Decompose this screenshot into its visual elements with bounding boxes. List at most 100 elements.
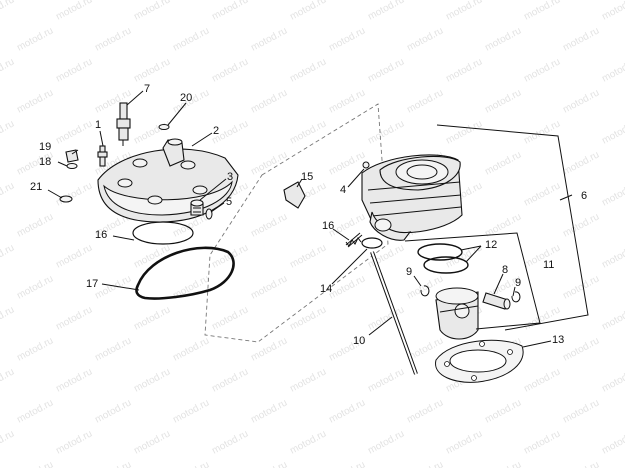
callout-3: 3 xyxy=(227,171,233,183)
callout-8: 8 xyxy=(502,264,508,276)
watermark-text: motod.ru xyxy=(561,211,601,239)
watermark-text: motod.ru xyxy=(366,118,406,146)
callout-labels: 7 20 1 2 19 18 21 3 5 16 17 15 4 16 14 1… xyxy=(30,83,587,347)
watermark-text: motod.ru xyxy=(0,366,16,394)
watermark-text: motod.ru xyxy=(132,366,172,394)
callout-7: 7 xyxy=(144,83,150,95)
callout-15: 15 xyxy=(301,171,313,183)
watermark-text: motod.ru xyxy=(171,335,211,363)
circlip-right xyxy=(511,291,521,303)
watermark-text: motod.ru xyxy=(249,211,289,239)
watermark-text: motod.ru xyxy=(0,242,16,270)
callout-19: 18 xyxy=(39,156,51,168)
callout-18: 17 xyxy=(86,278,98,290)
watermark-text: motod.ru xyxy=(15,397,55,425)
callout-20: 19 xyxy=(39,141,51,153)
watermark-text: motod.ru xyxy=(288,304,328,332)
watermark-text: motod.ru xyxy=(483,397,523,425)
washer-21 xyxy=(158,124,170,130)
watermark-text: motod.ru xyxy=(15,459,55,468)
watermark-text: motod.ru xyxy=(171,459,211,468)
watermark-text: motod.ru xyxy=(54,0,94,23)
watermark-text: motod.ru xyxy=(366,366,406,394)
callout-22: 21 xyxy=(30,181,42,193)
watermark-text: motod.ru xyxy=(405,397,445,425)
watermark-text: motod.ru xyxy=(15,25,55,53)
watermark-text: motod.ru xyxy=(54,304,94,332)
watermark-text: motod.ru xyxy=(210,366,250,394)
watermark-text: motod.ru xyxy=(288,242,328,270)
watermark-text: motod.ru xyxy=(93,273,133,301)
watermark-text: motod.ru xyxy=(54,366,94,394)
cylinder-head xyxy=(97,138,239,223)
watermark-text: motod.ru xyxy=(249,273,289,301)
cylinder-dowel xyxy=(362,161,370,169)
piston-ring-upper xyxy=(417,243,463,261)
callout-13: 13 xyxy=(552,334,564,346)
spark-plug xyxy=(116,102,131,146)
watermark-text: motod.ru xyxy=(288,118,328,146)
watermark-text: motod.ru xyxy=(366,0,406,23)
watermark-text: motod.ru xyxy=(0,56,16,84)
watermark-text: motod.ru xyxy=(54,428,94,456)
callout-2: 2 xyxy=(213,125,219,137)
watermark-text: motod.ru xyxy=(327,87,367,115)
watermark-text: motod.ru xyxy=(249,459,289,468)
callout-16: 16 xyxy=(322,220,334,232)
piston xyxy=(435,287,479,340)
watermark-text: motod.ru xyxy=(210,0,250,23)
watermark-text: motod.ru xyxy=(327,273,367,301)
callout-10: 10 xyxy=(353,335,365,347)
watermark-text: motod.ru xyxy=(522,366,562,394)
watermark-text: motod.ru xyxy=(600,428,625,456)
washer-19 xyxy=(66,163,78,169)
watermark-text: motod.ru xyxy=(327,459,367,468)
watermark-text: motod.ru xyxy=(288,428,328,456)
watermark-text: motod.ru xyxy=(0,428,16,456)
watermark-text: motod.ru xyxy=(171,397,211,425)
watermark-text: motod.ru xyxy=(600,56,625,84)
watermark-text: motod.ru xyxy=(93,397,133,425)
temperature-sender xyxy=(190,199,204,216)
watermark-text: motod.ru xyxy=(0,304,16,332)
watermark-text: motod.ru xyxy=(561,87,601,115)
watermark-text: motod.ru xyxy=(600,366,625,394)
watermark-text: motod.ru xyxy=(93,459,133,468)
watermark-text: motod.ru xyxy=(210,428,250,456)
base-gasket xyxy=(435,339,524,383)
watermark-text: motod.ru xyxy=(54,242,94,270)
watermark-text: motod.ru xyxy=(288,0,328,23)
watermark-text: motod.ru xyxy=(210,56,250,84)
watermark-text: motod.ru xyxy=(249,87,289,115)
watermark-text: motod.ru xyxy=(54,180,94,208)
watermark-text: motod.ru xyxy=(522,56,562,84)
watermark-text: motod.ru xyxy=(15,211,55,239)
watermark-text: motod.ru xyxy=(15,335,55,363)
watermark-text: motod.ru xyxy=(327,397,367,425)
watermark-text: motod.ru xyxy=(249,397,289,425)
watermark-text: motod.ru xyxy=(366,428,406,456)
callout-12: 12 xyxy=(485,239,497,251)
head-gasket xyxy=(135,246,235,300)
watermark-text: motod.ru xyxy=(522,118,562,146)
sender-washer xyxy=(205,208,213,220)
watermark-text: motod.ru xyxy=(249,149,289,177)
watermark-text: motod.ru xyxy=(483,25,523,53)
group-bracket-6 xyxy=(436,124,589,331)
bracket xyxy=(283,181,306,209)
watermark-text: motod.ru xyxy=(54,118,94,146)
watermark-text: motod.ru xyxy=(0,0,16,23)
watermark-text: motod.ru xyxy=(561,335,601,363)
watermark-text: motod.ru xyxy=(132,304,172,332)
head-o-ring xyxy=(132,221,194,245)
watermark-text: motod.ru xyxy=(483,149,523,177)
watermark-text: motod.ru xyxy=(132,56,172,84)
watermark-text: motod.ru xyxy=(444,428,484,456)
watermark-text: motod.ru xyxy=(93,25,133,53)
callout-4: 4 xyxy=(340,184,346,196)
circlip-left xyxy=(420,285,430,297)
watermark-text: motod.ru xyxy=(522,428,562,456)
watermark-text: motod.ru xyxy=(327,149,367,177)
mounting-plate-outline xyxy=(204,103,389,343)
